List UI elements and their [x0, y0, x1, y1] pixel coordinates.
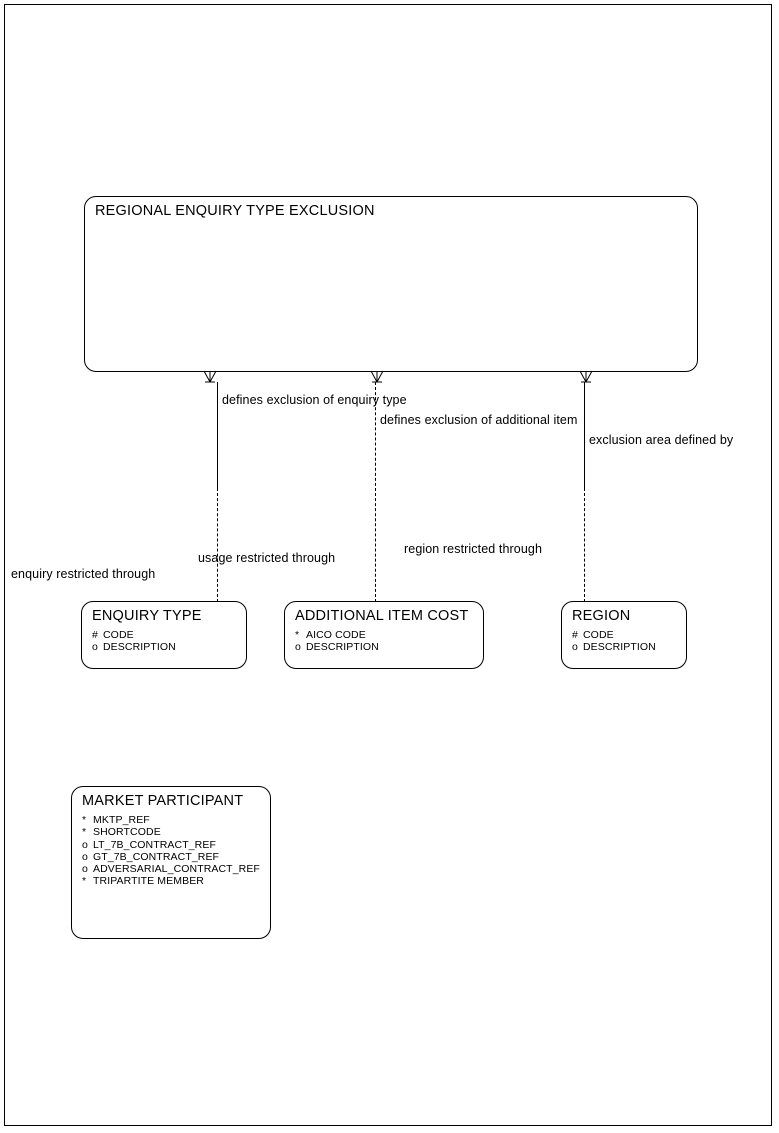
relationship-label-defines-exclusion-of-additional-item: defines exclusion of additional item: [380, 413, 578, 427]
attribute-label: DESCRIPTION: [583, 641, 656, 654]
attribute-label: DESCRIPTION: [306, 641, 379, 654]
entity-enquiry-type[interactable]: ENQUIRY TYPE # CODE o DESCRIPTION: [81, 601, 247, 669]
attribute-marker: o: [92, 641, 98, 654]
attribute-marker: o: [82, 863, 88, 876]
attribute-row: * AICO CODE: [295, 629, 481, 641]
attribute-marker: o: [572, 641, 578, 654]
relationship-line-enquiry-type-dashed: [217, 488, 218, 602]
relationship-label-exclusion-area-defined-by: exclusion area defined by: [589, 433, 734, 447]
attribute-marker: *: [82, 814, 87, 826]
attribute-list: # CODE o DESCRIPTION: [572, 629, 684, 654]
attribute-label: CODE: [103, 629, 134, 641]
attribute-list: * MKTP_REF * SHORTCODE o LT_7B_CONTRACT_REF…: [82, 814, 268, 888]
entity-title: MARKET PARTICIPANT: [82, 793, 244, 809]
relationship-label-enquiry-restricted-through: enquiry restricted through: [11, 567, 156, 581]
attribute-marker: *: [295, 629, 300, 641]
entity-additional-item-cost[interactable]: ADDITIONAL ITEM COST * AICO CODE o DESCRIP…: [284, 601, 484, 669]
relationship-line-region-dashed: [584, 488, 585, 602]
attribute-row: o LT_7B_CONTRACT_REF: [82, 839, 268, 851]
page-border: [4, 4, 772, 1126]
entity-title: REGIONAL ENQUIRY TYPE EXCLUSION: [95, 203, 375, 219]
attribute-marker: o: [82, 838, 88, 851]
attribute-marker: #: [572, 629, 578, 641]
relationship-label-usage-restricted-through: usage restricted through: [198, 551, 336, 565]
attribute-label: SHORTCODE: [93, 826, 161, 839]
attribute-label: TRIPARTITE MEMBER: [93, 875, 204, 888]
crowsfoot-icon-enquiry-type: [203, 370, 224, 386]
attribute-label: GT_7B_CONTRACT_REF: [93, 850, 220, 863]
attribute-label: AICO CODE: [306, 629, 366, 641]
relationship-label-defines-exclusion-of-enquiry-type: defines exclusion of enquiry type: [222, 393, 407, 407]
relationship-line-additional-item-cost-dashed: [375, 382, 376, 602]
relationship-line-region-solid: [584, 382, 585, 488]
entity-title: ADDITIONAL ITEM COST: [295, 608, 469, 624]
attribute-row: o DESCRIPTION: [295, 641, 481, 653]
crowsfoot-icon-region: [579, 370, 600, 386]
attribute-marker: #: [92, 629, 98, 641]
attribute-list: * AICO CODE o DESCRIPTION: [295, 629, 481, 654]
entity-regional-enquiry-type-exclusion[interactable]: REGIONAL ENQUIRY TYPE EXCLUSION: [84, 196, 698, 372]
attribute-row: o ADVERSARIAL_CONTRACT_REF: [82, 863, 268, 875]
crowsfoot-icon-additional-item-cost: [370, 370, 391, 386]
entity-title: ENQUIRY TYPE: [92, 608, 202, 624]
attribute-marker: o: [82, 850, 88, 863]
attribute-label: MKTP_REF: [93, 814, 150, 826]
attribute-marker: o: [295, 641, 301, 654]
attribute-row: * MKTP_REF: [82, 814, 268, 826]
attribute-row: # CODE: [572, 629, 684, 641]
attribute-row: o DESCRIPTION: [572, 641, 684, 653]
attribute-row: o GT_7B_CONTRACT_REF: [82, 851, 268, 863]
attribute-row: * SHORTCODE: [82, 826, 268, 838]
entity-region[interactable]: REGION # CODE o DESCRIPTION: [561, 601, 687, 669]
attribute-label: ADVERSARIAL_CONTRACT_REF: [93, 863, 260, 876]
attribute-label: CODE: [583, 629, 614, 641]
relationship-line-enquiry-type-solid: [217, 382, 218, 488]
attribute-list: # CODE o DESCRIPTION: [92, 629, 244, 654]
relationship-label-region-restricted-through: region restricted through: [404, 542, 542, 556]
entity-market-participant[interactable]: MARKET PARTICIPANT * MKTP_REF * SHORTCODE …: [71, 786, 271, 939]
attribute-marker: *: [82, 875, 87, 888]
attribute-row: o DESCRIPTION: [92, 641, 244, 653]
attribute-label: LT_7B_CONTRACT_REF: [93, 838, 216, 851]
attribute-marker: *: [82, 826, 87, 839]
attribute-row: * TRIPARTITE MEMBER: [82, 875, 268, 887]
attribute-label: DESCRIPTION: [103, 641, 176, 654]
attribute-row: # CODE: [92, 629, 244, 641]
entity-title: REGION: [572, 608, 631, 624]
